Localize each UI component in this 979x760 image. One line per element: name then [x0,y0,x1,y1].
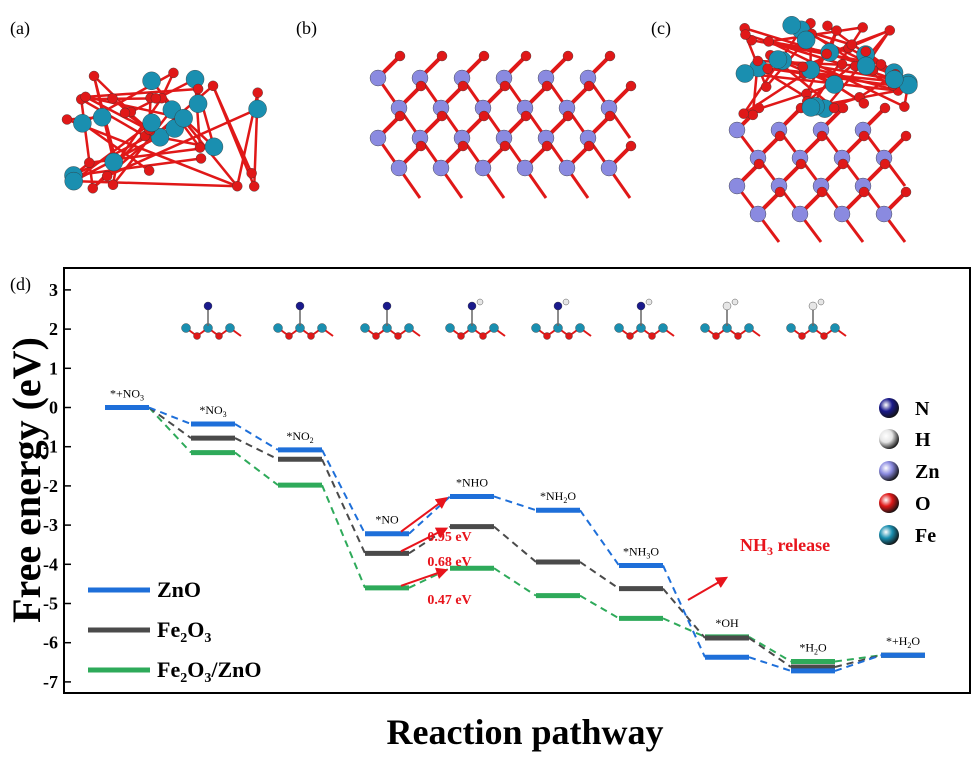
barrier-arrow [400,527,449,553]
step-labels: *+NO3 *NO3 *NO2 *NO *NHO *NH2O *NH3O *OH *H2O *+H… [110,387,920,657]
element-symbol: Fe [915,525,936,547]
step-label: *+H2O [886,634,920,650]
y-tick-label: -2 [43,476,58,496]
series-connector [148,406,192,454]
y-axis-label: Free energy (eV) [4,337,49,623]
plot-frame [63,267,971,694]
legend-entry: Fe2O3/ZnO [157,657,261,686]
series-connector [234,451,279,486]
y-tick-label: -7 [43,672,58,692]
step-label: *NH2O [540,489,576,505]
panel-label-a: (a) [10,18,30,39]
y-tick-label: 3 [49,280,58,300]
structure-image-a [61,67,267,194]
panel-label-d: (d) [10,274,31,295]
y-tick-label: 1 [49,358,58,378]
element-swatch-o [879,493,899,513]
series-connector [148,406,192,439]
intermediate-structures [181,298,847,340]
series-connector [321,449,366,535]
structure-image-b [369,50,637,199]
series-connector [148,406,192,425]
series-connector [321,484,366,589]
intermediate-structure [531,298,592,340]
panel-label-b: (b) [296,18,317,39]
intermediate-structure [445,298,506,340]
element-symbol: N [915,398,930,420]
intermediate-structure [700,298,761,340]
series-connector [748,637,792,668]
intermediate-structure [614,298,675,340]
step-label: *NHO [456,475,488,489]
barrier-label: 0.47 eV [427,593,471,608]
intermediate-structure [273,301,334,340]
x-axis-label: Reaction pathway [387,712,664,752]
series-connector [493,525,537,563]
barrier-arrow [400,567,449,587]
series-connector [662,565,706,658]
series-connector [662,587,706,639]
series-connector [408,495,451,535]
element-symbol: H [915,429,931,451]
series-connector [579,561,620,590]
series-connector [748,656,792,672]
series-zno [105,405,925,674]
element-swatch-zn [879,461,899,481]
step-label: *+NO3 [110,387,144,403]
structure-image-c [728,16,918,243]
y-tick-label: -4 [43,554,58,574]
step-label: *H2O [799,641,827,657]
series-connector [493,567,537,597]
barrier-arrow [400,497,448,533]
y-axis: 3 2 1 0 -1 -2 -3 -4 -5 -6 -7 [43,280,71,692]
step-label: *NO2 [286,429,313,445]
series-connector [234,423,279,451]
y-tick-label: 0 [49,398,58,418]
step-label: *NO [375,513,399,527]
element-swatch-n [879,398,899,418]
series-connector [493,495,537,512]
legend-entry: ZnO [157,577,201,602]
series-connector [748,635,792,663]
barrier-label: 0.95 eV [427,530,471,545]
element-swatch-fe [879,525,899,545]
series-connector [662,617,706,638]
intermediate-structure [181,301,242,340]
y-tick-label: -3 [43,515,58,535]
nh3-release-arrow [687,576,729,601]
barrier-annotations: 0.95 eV 0.68 eV 0.47 eV [400,497,472,608]
element-swatch-h [879,429,899,449]
step-label: *OH [715,616,739,630]
intermediate-structure [786,298,847,340]
step-label: *NO3 [199,403,226,419]
series-connector [834,654,882,672]
legend-entry: Fe2O3 [157,617,211,646]
element-legend: NH ZnO Fe [879,398,939,547]
element-symbol: O [915,493,931,515]
y-tick-label: 2 [49,319,58,339]
y-tick-label: -5 [43,594,58,614]
series-layer [105,405,925,674]
intermediate-structure [360,301,421,340]
series-connector [234,437,279,461]
series-connector [579,509,620,567]
series-connector [321,458,366,554]
nh3-release-label: NH3 release [740,535,830,558]
barrier-label: 0.68 eV [427,555,471,570]
element-symbol: Zn [915,461,939,483]
panel-label-c: (c) [651,18,671,39]
nh3-release-annotation: NH3 release [687,535,830,601]
y-tick-label: -1 [43,437,58,457]
step-label: *NH3O [623,544,659,560]
series-connector [579,594,620,620]
y-tick-label: -6 [43,633,58,653]
